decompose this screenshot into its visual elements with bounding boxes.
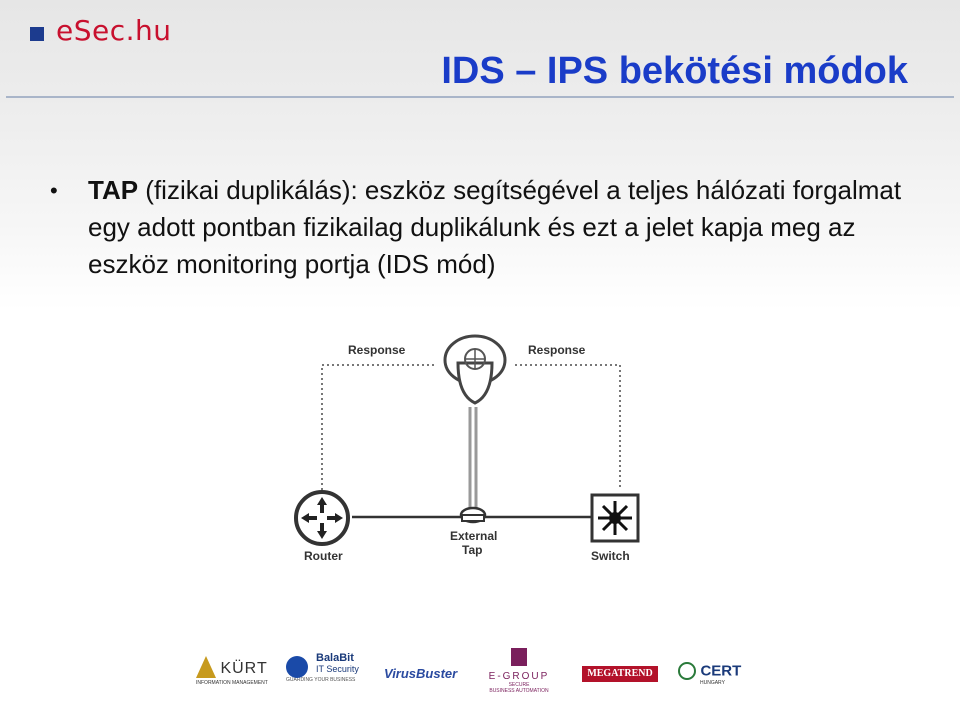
balabit-mark-icon [286, 656, 308, 678]
switch-label: Switch [591, 549, 630, 563]
esec-logo: eSec.hu [30, 14, 172, 47]
virusbuster-logo: VirusBuster [384, 666, 458, 681]
egroup-subtitle-1: SECURE [508, 682, 530, 688]
header-background [0, 0, 960, 310]
cert-name: CERT [700, 662, 742, 680]
egroup-subtitle-2: BUSINESS AUTOMATION [489, 688, 549, 694]
bullet-lead: TAP [88, 175, 139, 205]
response-label-left: Response [348, 343, 406, 357]
cert-mark-icon [678, 662, 696, 680]
slide-title: IDS – IPS bekötési módok [441, 50, 908, 92]
kurt-logo: KÜRT INFORMATION MANAGEMENT [196, 656, 268, 686]
kurt-name: KÜRT [220, 660, 268, 677]
bullet-text: TAP (fizikai duplikálás): eszköz segítsé… [88, 172, 918, 283]
switch-icon [590, 493, 640, 543]
balabit-logo: BalaBit IT Security GUARDING YOUR BUSINE… [286, 652, 359, 683]
tap-label-line1: External [450, 529, 497, 543]
logo-square-icon [30, 26, 44, 41]
logo-text: eSec.hu [56, 14, 172, 47]
bullet-dot-icon: • [50, 178, 58, 203]
router-label: Router [304, 549, 343, 563]
ids-sensor-icon [443, 334, 507, 405]
external-tap-icon [459, 506, 487, 524]
cert-logo: CERT HUNGARY [678, 662, 741, 686]
megatrend-logo: MEGATREND [582, 666, 658, 682]
kurt-subtitle: INFORMATION MANAGEMENT [196, 680, 268, 686]
router-icon [294, 490, 350, 546]
cert-subtitle: HUNGARY [700, 680, 725, 687]
kurt-mark-icon [196, 656, 216, 678]
balabit-tagline: IT Security [316, 664, 359, 674]
balabit-name: BalaBit [316, 652, 354, 664]
response-label-right: Response [528, 343, 586, 357]
egroup-logo: E-GROUP SECURE BUSINESS AUTOMATION [480, 648, 558, 694]
egroup-mark-icon [511, 648, 527, 666]
bullet-body: (fizikai duplikálás): eszköz segítségéve… [88, 175, 902, 279]
egroup-name: E-GROUP [488, 671, 550, 682]
tap-label-line2: Tap [462, 543, 482, 557]
response-path-right [515, 364, 621, 490]
partner-logos: KÜRT INFORMATION MANAGEMENT BalaBit IT S… [190, 648, 770, 696]
balabit-subtitle: GUARDING YOUR BUSINESS [286, 677, 356, 683]
title-divider [6, 96, 954, 98]
response-path-left [321, 364, 435, 490]
tap-diagram: Response Response Router External Tap [294, 334, 640, 563]
